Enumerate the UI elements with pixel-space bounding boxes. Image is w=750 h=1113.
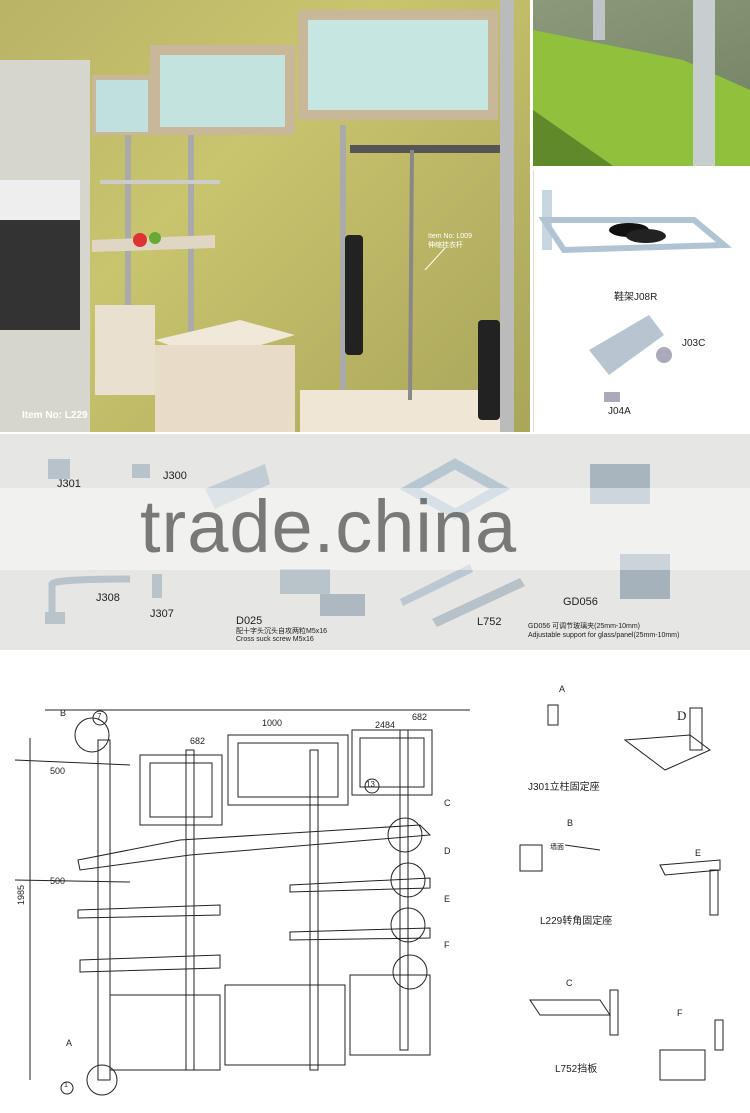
- parts-illustrations: [45, 458, 670, 627]
- detail-e-letter: E: [695, 848, 702, 858]
- item-label: Item No: L229: [22, 410, 88, 421]
- wall-label: 墙面: [550, 844, 564, 851]
- watermark-band: [0, 488, 750, 570]
- assembly-drawing: [14, 704, 724, 1096]
- callout-13: 13: [366, 780, 375, 789]
- wardrobe-photo: Item No: L009 伸缩挂衣杆 Item No: L229: [0, 0, 530, 432]
- detail-b-letter: B: [567, 818, 574, 828]
- l752-label: L752: [477, 616, 502, 628]
- detail-d-letter: D: [677, 708, 687, 723]
- callout-c: C: [444, 798, 451, 808]
- assembly-diagram: 682 1000 2484 682 500 500 1985 B 7 13 C …: [0, 650, 750, 1108]
- dim-682a: 682: [190, 736, 206, 746]
- detail-a-caption: J301立柱固定座: [528, 782, 600, 793]
- dim-1000: 1000: [262, 718, 283, 728]
- callout-7: 7: [97, 712, 102, 721]
- green-shelf-photo: [533, 0, 750, 166]
- j307-label: J307: [150, 608, 174, 620]
- dim-2484: 2484: [375, 720, 396, 730]
- callout-a: A: [66, 1038, 73, 1048]
- accessory-photo: 鞋架J08R J03C J04A: [533, 170, 750, 432]
- dim-1985: 1985: [16, 885, 26, 906]
- callout-d: D: [444, 846, 451, 856]
- watermark: trade.china: [140, 485, 518, 568]
- green-shelf-illustration: [533, 0, 750, 166]
- callout-1: 1: [64, 1082, 68, 1089]
- gd056-cn: GD056 可调节玻璃夹(25mm-10mm): [528, 623, 641, 630]
- detail-f-letter: F: [677, 1008, 683, 1018]
- d025-cn: 配十字头沉头自攻两粒M5x16: [236, 628, 328, 635]
- j300-label: J300: [163, 470, 187, 482]
- d025-en: Cross suck screw M5x16: [236, 636, 314, 643]
- parts-band: J301 J300 J308 J307 D025 配十字头沉头自攻两粒M5x16…: [0, 434, 750, 650]
- callout-b: B: [60, 708, 67, 718]
- callout-e: E: [444, 894, 451, 904]
- shoe-rack-and-bracket-illustration: [538, 190, 732, 402]
- callout-cn: 伸缩挂衣杆: [428, 242, 463, 249]
- d025-label: D025: [236, 615, 263, 627]
- dim-500b: 500: [50, 876, 66, 886]
- dim-682b: 682: [412, 712, 428, 722]
- detail-a-letter: A: [559, 684, 566, 694]
- gd056-label: GD056: [563, 596, 598, 608]
- j308-label: J308: [96, 592, 120, 604]
- detail-b-caption: L229转角固定座: [540, 916, 613, 927]
- j301-label: J301: [57, 478, 81, 490]
- j04a-label: J04A: [608, 406, 631, 417]
- callout-item-number: Item No: L009: [428, 233, 472, 240]
- detail-c-letter: C: [566, 978, 573, 988]
- wardrobe-illustration: [0, 0, 514, 432]
- j03c-label: J03C: [682, 338, 706, 349]
- dim-500a: 500: [50, 766, 66, 776]
- shoe-rack-label: 鞋架J08R: [614, 292, 658, 303]
- gd056-en: Adjustable support for glass/panel(25mm-…: [528, 632, 680, 639]
- callout-f: F: [444, 940, 450, 950]
- detail-c-caption: L752挡板: [555, 1064, 598, 1075]
